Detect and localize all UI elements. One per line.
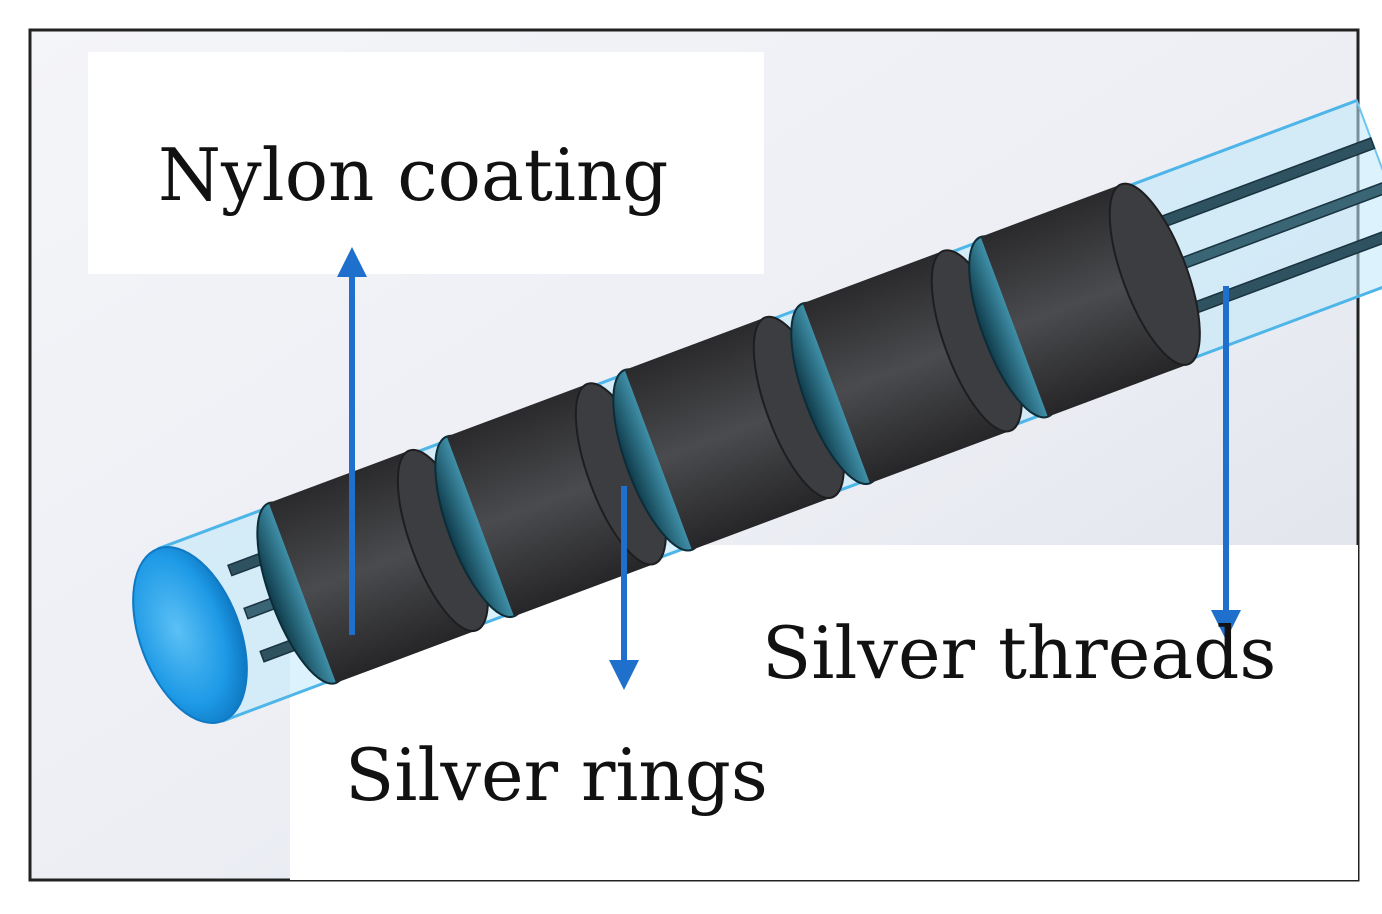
- nylon-coating-label: Nylon coating: [158, 133, 668, 217]
- label-panel-top: [88, 52, 764, 274]
- silver-ring: [256, 448, 489, 685]
- nylon-tube: [132, 99, 1382, 724]
- silver-ring: [968, 182, 1201, 419]
- silver-ring: [790, 249, 1023, 485]
- silver-ring: [434, 382, 667, 619]
- nylon-end-cap: [132, 546, 248, 724]
- silver-rings: [256, 182, 1201, 685]
- silver-rings-label: Silver rings: [345, 733, 768, 817]
- silver-threads-label: Silver threads: [762, 611, 1276, 695]
